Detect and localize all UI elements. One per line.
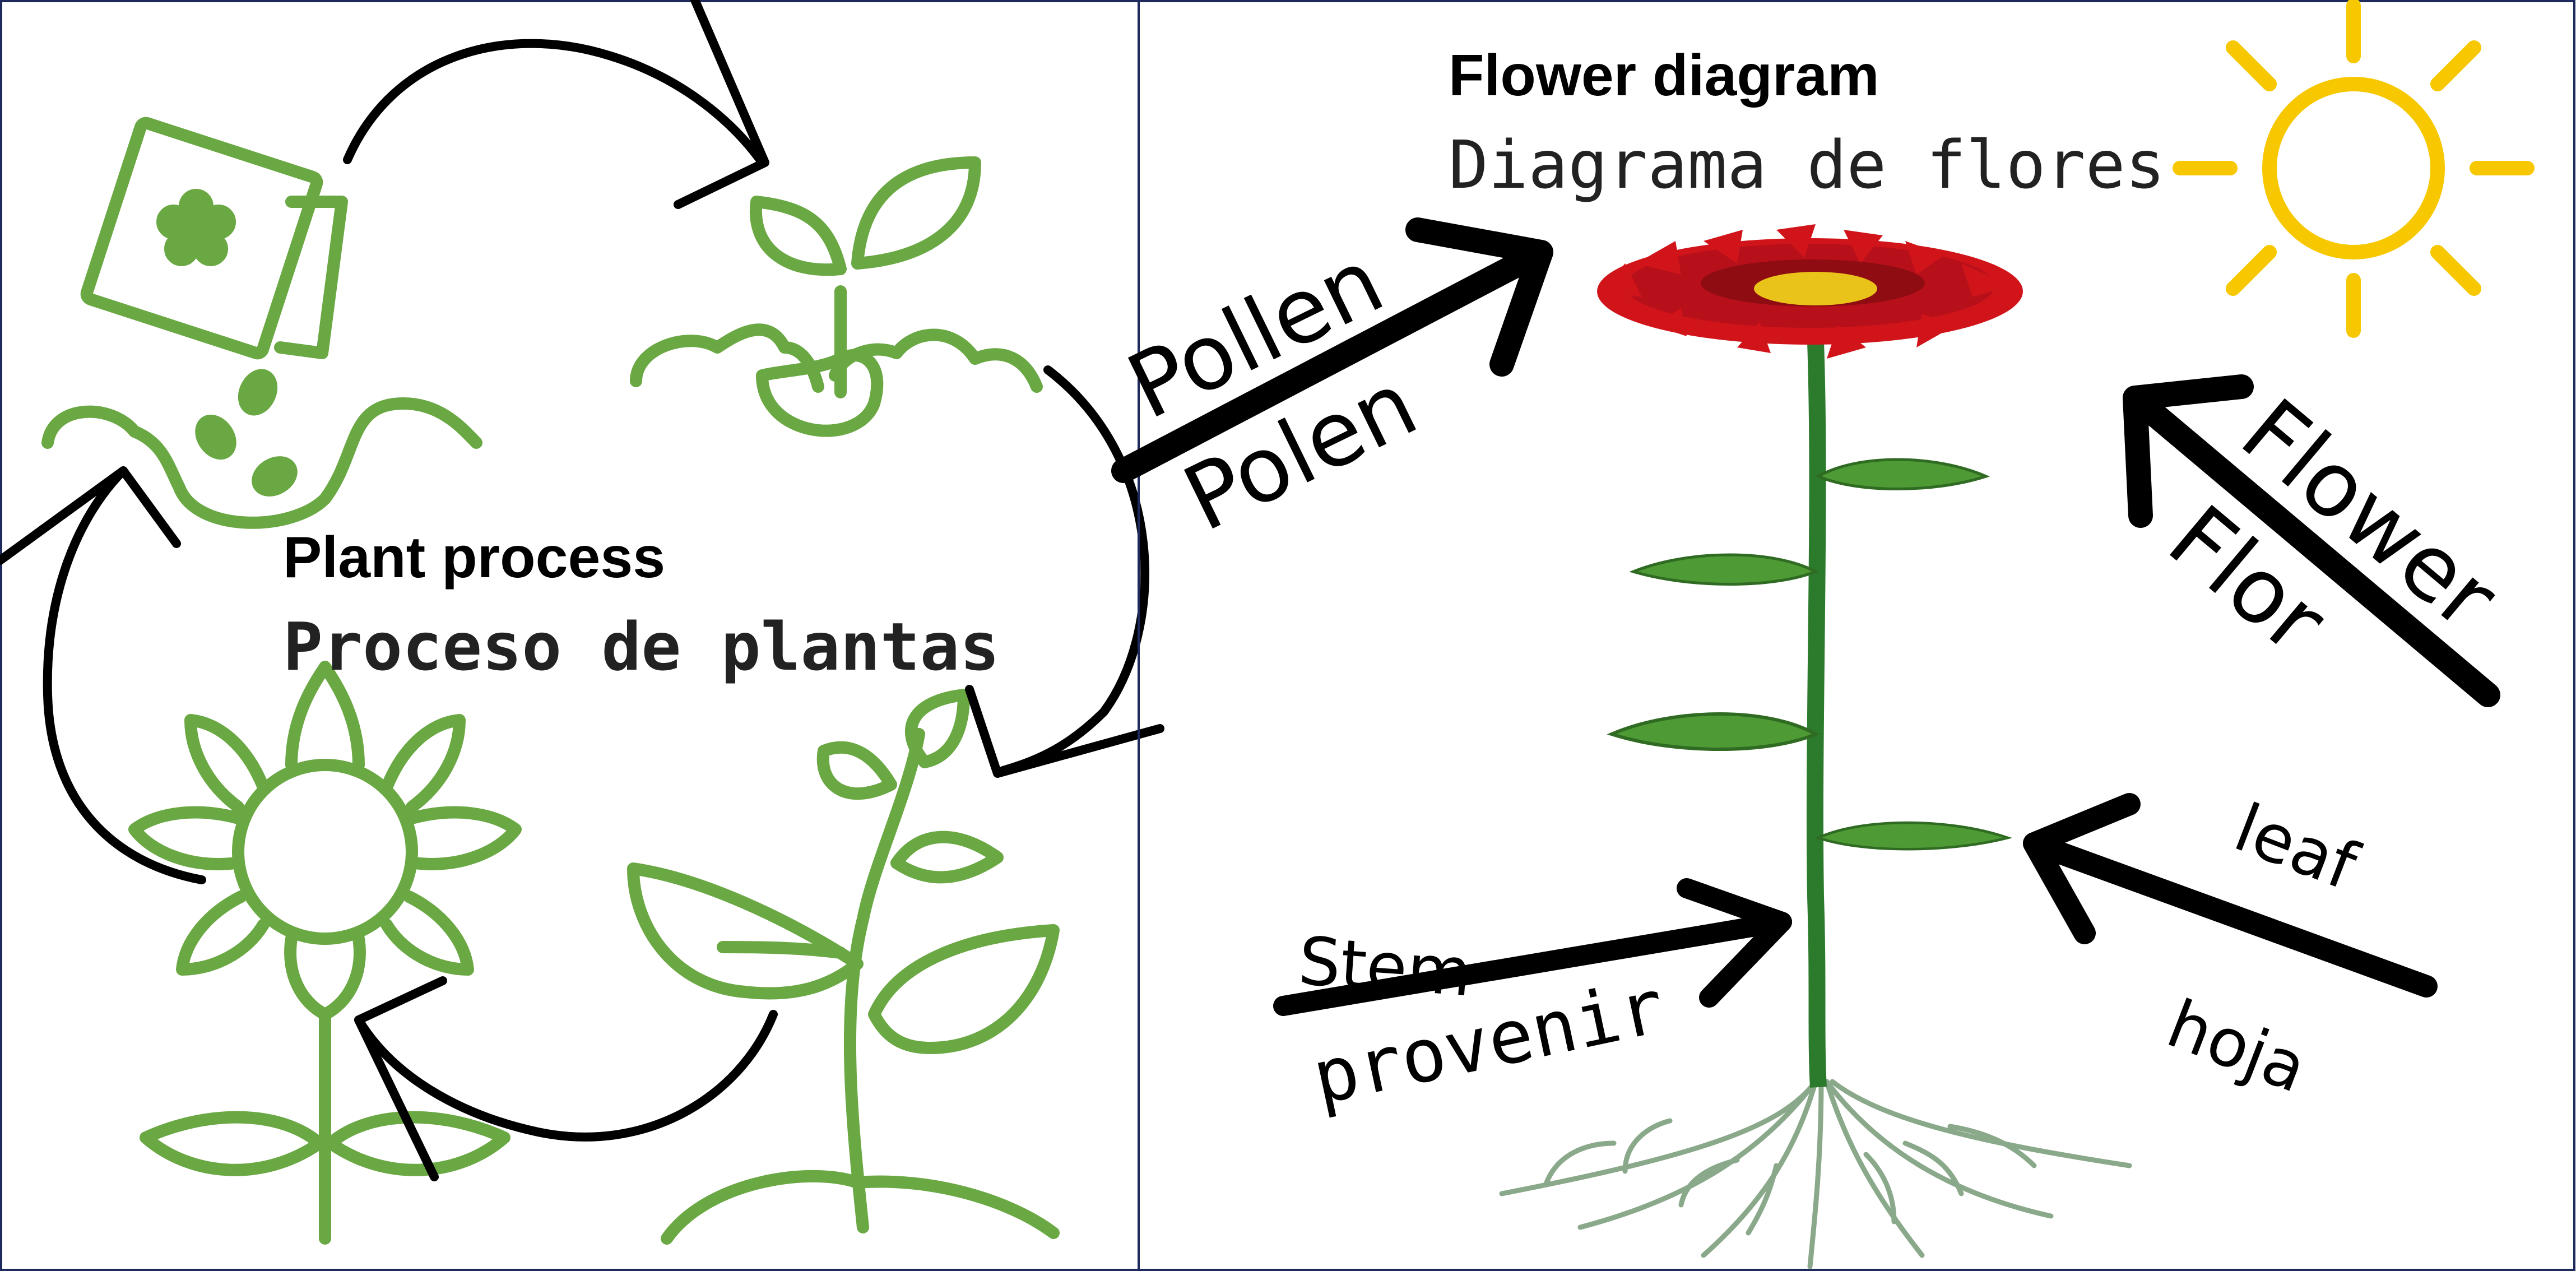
arrow-sprout-to-plant-head <box>969 689 1160 773</box>
sun-icon <box>2180 6 2527 331</box>
left-title-en: Plant process <box>283 525 665 590</box>
plant-roots <box>1502 1082 2129 1267</box>
right-title-en: Flower diagram <box>1449 43 1879 108</box>
label-leaf-es: hoja <box>2157 985 2317 1107</box>
label-leaf-en: leaf <box>2225 788 2368 905</box>
left-title-es: Proceso de plantas <box>283 608 1000 685</box>
arrow-packet-to-sprout <box>347 44 762 163</box>
arrow-plant-to-flower-head <box>359 981 443 1177</box>
flower-icon <box>134 667 516 1238</box>
seed-packet-icon <box>48 122 476 523</box>
arrow-packet-to-sprout-head <box>678 0 765 205</box>
flower-head <box>1597 224 2023 359</box>
arrow-sprout-to-plant <box>1003 370 1145 771</box>
left-panel: Plant process Proceso de plantas <box>0 0 1160 1270</box>
sprout-icon <box>636 163 1037 431</box>
right-title-es: Diagrama de flores <box>1449 126 2165 203</box>
growing-plant-icon <box>633 695 1053 1238</box>
label-stem-en: Stem <box>1296 922 1474 1011</box>
leaf-arrow <box>2034 843 2426 986</box>
plant-stem <box>1815 342 1818 1087</box>
right-panel: Flower diagram Diagrama de flores <box>1112 1 2574 1270</box>
flower-plant-icon <box>1502 224 2129 1267</box>
